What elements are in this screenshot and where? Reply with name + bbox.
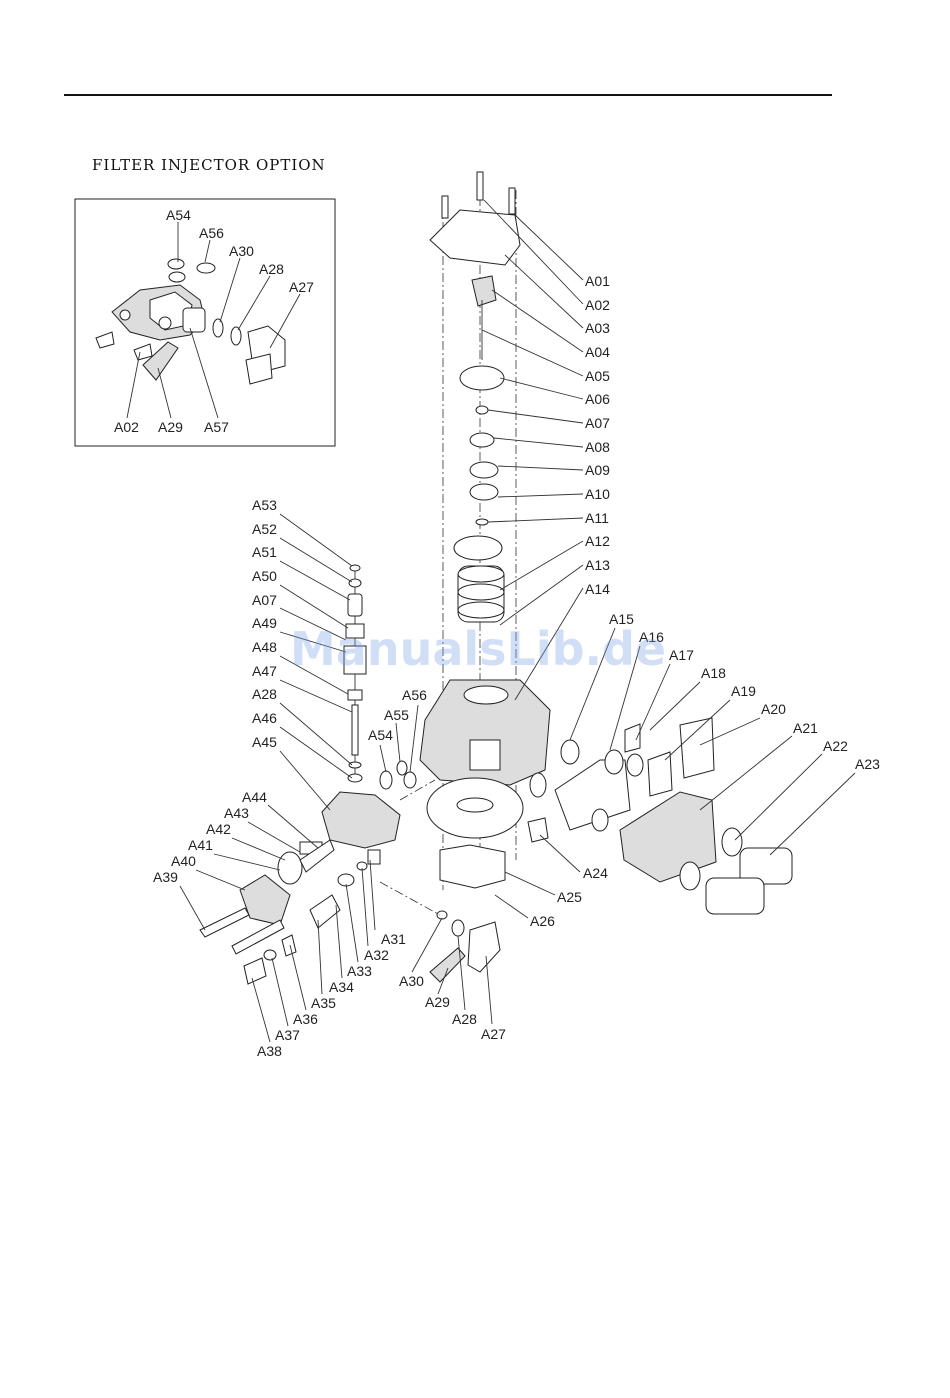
label-a18: A18 <box>701 665 726 681</box>
label-a07: A07 <box>585 415 610 431</box>
label-a20: A20 <box>761 701 786 717</box>
label-a24: A24 <box>583 865 608 881</box>
label-a05: A05 <box>585 368 610 384</box>
label-a38: A38 <box>257 1043 282 1059</box>
label-a15: A15 <box>609 611 634 627</box>
label-a08: A08 <box>585 439 610 455</box>
inset-assembly <box>95 258 286 385</box>
label-a03: A03 <box>585 320 610 336</box>
label-a33: A33 <box>347 963 372 979</box>
header-rule <box>64 94 832 96</box>
label-a26: A26 <box>530 913 555 929</box>
label-a16: A16 <box>639 629 664 645</box>
main-valve-stack <box>419 171 551 890</box>
label-a35: A35 <box>311 995 336 1011</box>
label-a46: A46 <box>252 710 277 726</box>
watermark: ManualsLib.de <box>290 622 667 676</box>
label-a44: A44 <box>242 789 267 805</box>
label-a55: A55 <box>384 707 409 723</box>
label-a52: A52 <box>252 521 277 537</box>
label-a06: A06 <box>585 391 610 407</box>
label-a40: A40 <box>171 853 196 869</box>
inset-label-a29: A29 <box>158 419 183 435</box>
label-a32: A32 <box>364 947 389 963</box>
label-a01: A01 <box>585 273 610 289</box>
label-a04: A04 <box>585 344 610 360</box>
label-a19: A19 <box>731 683 756 699</box>
inset-label-a02: A02 <box>114 419 139 435</box>
label-a13: A13 <box>585 557 610 573</box>
label-a42: A42 <box>206 821 231 837</box>
label-a34: A34 <box>329 979 354 995</box>
label-a53: A53 <box>252 497 277 513</box>
label-a30: A30 <box>399 973 424 989</box>
label-a39: A39 <box>153 869 178 885</box>
label-a51: A51 <box>252 544 277 560</box>
inset-frame <box>74 198 336 447</box>
label-a27: A27 <box>481 1026 506 1042</box>
inset-label-a27: A27 <box>289 279 314 295</box>
label-a21: A21 <box>793 720 818 736</box>
label-a43: A43 <box>224 805 249 821</box>
label-a47: A47 <box>252 663 277 679</box>
inset-label-a28: A28 <box>259 261 284 277</box>
label-a09: A09 <box>585 462 610 478</box>
inset-label-group: A54 A56 A30 A28 A27 A02 A29 A57 <box>114 207 314 435</box>
inset-label-a56: A56 <box>199 225 224 241</box>
section-title: FILTER INJECTOR OPTION <box>92 156 326 174</box>
label-a17: A17 <box>669 647 694 663</box>
label-a10: A10 <box>585 486 610 502</box>
label-a49: A49 <box>252 615 277 631</box>
label-a07-left: A07 <box>252 592 277 608</box>
label-a25: A25 <box>557 889 582 905</box>
label-a11: A11 <box>585 510 609 526</box>
inset-label-a54: A54 <box>166 207 191 223</box>
label-a50: A50 <box>252 568 277 584</box>
label-a28-left: A28 <box>252 686 277 702</box>
label-a22: A22 <box>823 738 848 754</box>
label-a29: A29 <box>425 994 450 1010</box>
label-a12: A12 <box>585 533 610 549</box>
label-a48: A48 <box>252 639 277 655</box>
label-a14: A14 <box>585 581 610 597</box>
main-label-group: A01 A02 A03 A04 A05 A06 A07 A08 A09 A10 … <box>153 273 880 1059</box>
label-a41: A41 <box>188 837 213 853</box>
label-a31: A31 <box>381 931 406 947</box>
inset-label-a57: A57 <box>204 419 229 435</box>
main-leaders <box>179 199 856 1043</box>
label-a45: A45 <box>252 734 277 750</box>
label-a23: A23 <box>855 756 880 772</box>
label-a02: A02 <box>585 297 610 313</box>
right-adapter-assembly <box>527 717 793 915</box>
label-a56: A56 <box>402 687 427 703</box>
inset-leaders <box>126 222 301 419</box>
label-a28: A28 <box>452 1011 477 1027</box>
inset-label-a30: A30 <box>229 243 254 259</box>
label-a36: A36 <box>293 1011 318 1027</box>
label-a54: A54 <box>368 727 393 743</box>
label-a37: A37 <box>275 1027 300 1043</box>
